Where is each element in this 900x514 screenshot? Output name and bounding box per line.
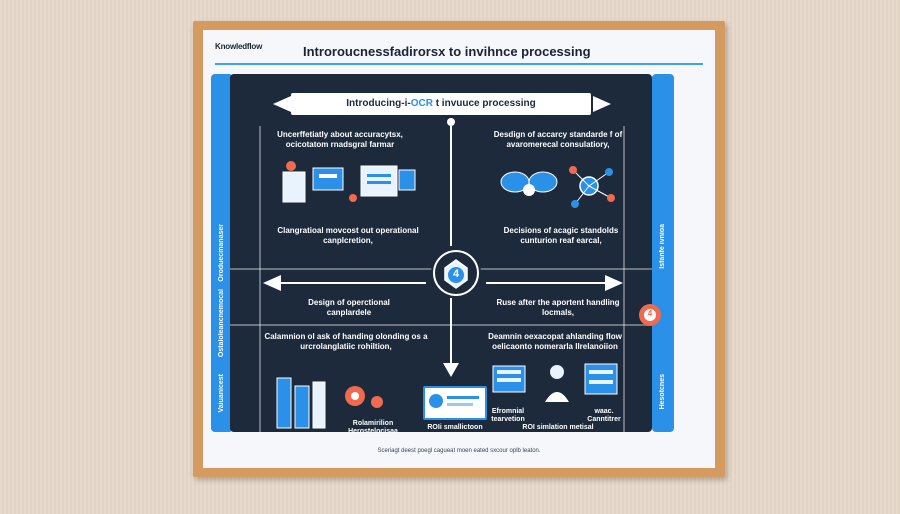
grid-line-right: [623, 126, 625, 432]
banner: Introducing-i-OCR t invuuce processing: [291, 93, 591, 115]
bottom-right-heading: Deamnin oexacopat ahlanding flow oelicao…: [488, 332, 622, 351]
banner-prefix: Introducing-i-: [346, 98, 411, 109]
title-rule: [215, 63, 703, 65]
left-side-strip: Oroduecmanaser Ostaloleancnemocal Vaiuan…: [211, 74, 233, 432]
grid-line-lower: [230, 324, 652, 326]
banner-suffix: t invuuce processing: [432, 98, 536, 109]
side-label-left-mid: Ostaloleancnemocal: [218, 289, 225, 358]
roi-card-line: [447, 396, 479, 399]
side-label-left-bottom: Vaiuanicest: [218, 374, 225, 413]
top-right-heading: Desdign of accarcy standarde f of avarom…: [493, 130, 623, 149]
bottom-right-label-2: waac. Canntitrer: [587, 408, 621, 423]
side-label-right-top: Isfanfe ivnioa: [659, 224, 666, 269]
spine-lower: [450, 298, 452, 363]
banner-accent: OCR: [410, 98, 433, 109]
cloud-hexagon-icon: [433, 250, 479, 296]
spine-upper: [450, 126, 452, 246]
bottom-left-caption: Rolamirilion Herostelocisaa: [348, 420, 398, 435]
mid-right-caption: Ruse after the aportent handling locmals…: [496, 298, 620, 317]
roi-card: [423, 386, 487, 420]
right-side-strip: Isfanfe ivnioa Hesotcnes: [652, 74, 674, 432]
center-badge-number: 4: [452, 268, 460, 280]
grid-line-left: [259, 126, 261, 432]
top-left-caption: Clangratioal movcost out operational can…: [277, 226, 419, 245]
side-label-left-top: Oroduecmanaser: [218, 224, 225, 282]
mid-right-arrow-icon: [605, 275, 623, 291]
banner-left-arrow-icon: [273, 96, 291, 112]
top-left-heading: Uncerffetiatly about accuracytsx, ocicot…: [277, 130, 403, 149]
center-badge: 4: [431, 248, 481, 298]
spine-top-dot: [447, 118, 455, 126]
mid-left-caption: Design of operctional canplardele: [308, 298, 390, 317]
roi-card-line-2: [447, 403, 473, 406]
poster: Knowledflow Introroucnessfadirorsx to in…: [203, 30, 715, 468]
top-right-caption: Decisions of acagic standolds cunturion …: [503, 226, 619, 245]
people-and-money-illustration-icon: [492, 363, 618, 402]
network-illustration-icon: [500, 166, 615, 208]
bottom-left-heading: Calamnion ol ask of handing olonding os …: [264, 332, 428, 351]
bottom-right-label-1: Efromnial tearvetion: [491, 408, 525, 423]
brand-label: Knowledflow: [215, 42, 263, 51]
poster-title: Introroucnessfadirorsx to invihnce proce…: [303, 44, 591, 59]
poster-footer: Sceriagt deest poegl cagueat moen eated …: [377, 448, 541, 454]
side-badge-number: 4: [647, 309, 653, 318]
bottom-mid-caption: ROIi smallictoon: [427, 424, 483, 431]
banner-text: Introducing-i-OCR t invuuce processing: [291, 93, 591, 115]
spine-down-arrow-icon: [443, 363, 459, 377]
bottom-right-caption: ROI simlation metisal: [522, 424, 594, 431]
banner-right-arrow-icon: [593, 96, 611, 112]
bar-stacks-illustration-icon: [276, 377, 383, 429]
roi-card-avatar-icon: [429, 394, 443, 408]
side-label-right-bottom: Hesotcnes: [659, 374, 666, 410]
mid-right-line: [486, 282, 606, 284]
mid-left-line: [281, 282, 426, 284]
gear-badge-icon: [639, 304, 661, 326]
mid-left-arrow-icon: [263, 275, 281, 291]
documents-illustration-icon: [282, 161, 416, 203]
